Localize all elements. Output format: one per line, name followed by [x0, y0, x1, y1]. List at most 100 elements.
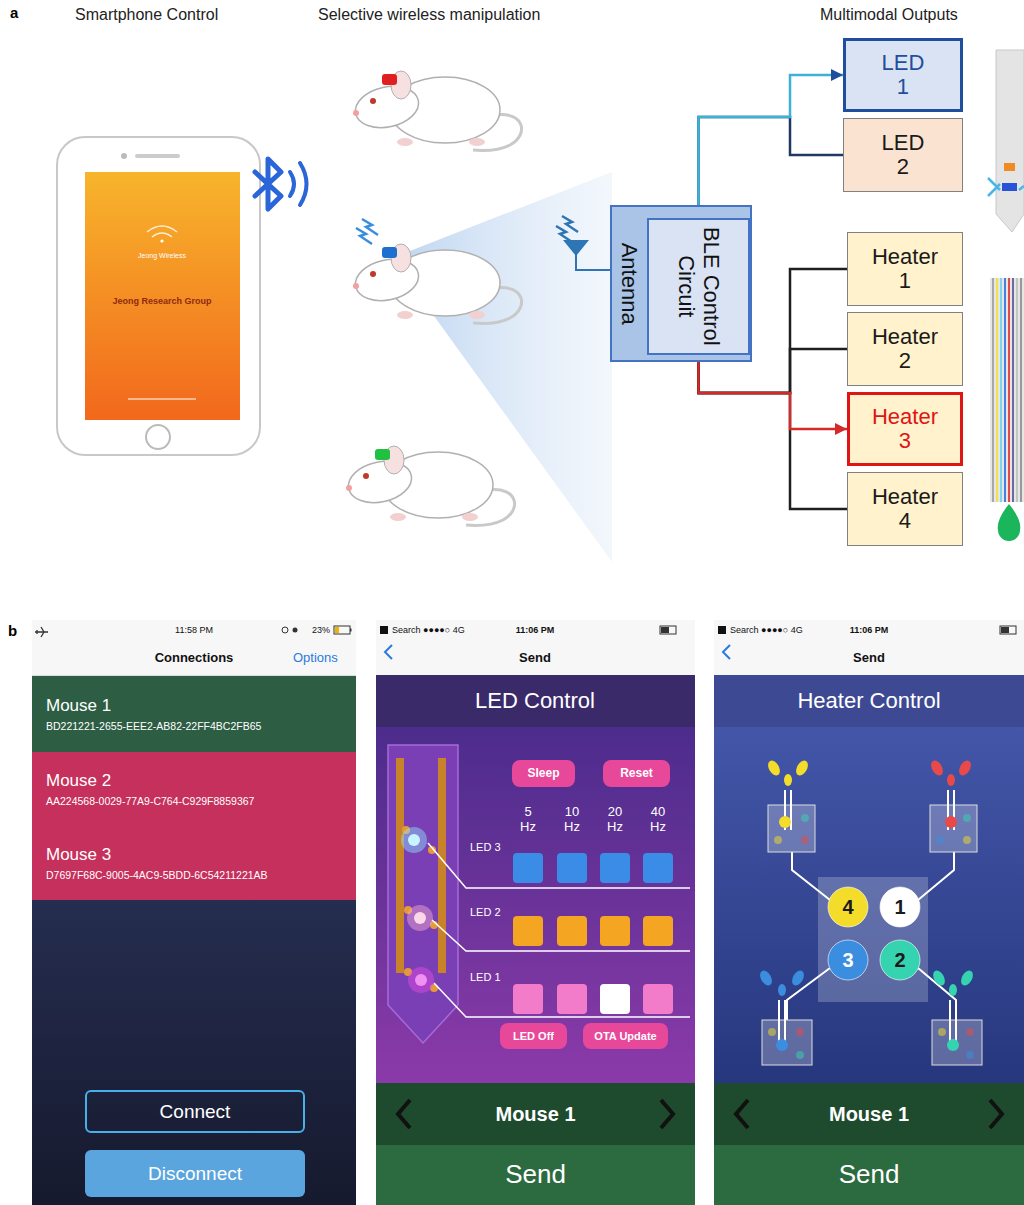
label-anchor: Selective wireless manipulation [318, 6, 540, 24]
heater-select-circle: 3 [827, 939, 869, 981]
smartphone-illustration [146, 425, 170, 449]
send-bar: Send [376, 1145, 695, 1205]
heater-output-box: Heater 4 [847, 472, 963, 546]
smartphone-illustration [160, 239, 163, 242]
label-anchor: 11:58 PM [175, 625, 213, 635]
heater-output-box: Heater 2 [847, 312, 963, 386]
led-control-screen [408, 834, 420, 846]
label-anchor: Heater Control [797, 688, 940, 713]
node-label: LED 2 [882, 131, 925, 179]
heater-control-screen [776, 1039, 788, 1051]
heater-control-screen [966, 1028, 974, 1036]
led-control-screen [376, 620, 695, 1205]
node-label: Heater 1 [872, 245, 938, 293]
circle-outline [880, 940, 920, 980]
connections-screen [32, 620, 356, 1205]
led-probe-illustration [988, 50, 1024, 232]
node-label: Connect [160, 1101, 231, 1123]
led-control-screen [557, 853, 587, 883]
label-anchor: Search ●●●●○ 4G [730, 625, 803, 635]
led-output-box: LED 1 [843, 38, 963, 112]
mouse-selector-bar: Mouse 1 [376, 1083, 695, 1145]
node-label: Heater 3 [872, 405, 938, 453]
led-control-screen [661, 1100, 673, 1128]
mouse-illustration [352, 244, 522, 323]
status-carrier: Search ●●●●○ 4G [730, 625, 803, 635]
led-control-screen [385, 645, 392, 659]
node-label: Antenna [616, 209, 641, 359]
heater-control-screen [963, 814, 971, 822]
heater-control-screen [955, 1000, 957, 1045]
node-label: Send [839, 1160, 900, 1190]
bluetooth-symbol [255, 159, 281, 209]
mouse-selector-bar: Mouse 1 [714, 1083, 1024, 1145]
device-list-row: Mouse 1BD221221-2655-EEE2-AB82-22FF4BC2F… [32, 676, 356, 752]
led-control-screen [438, 758, 446, 973]
smartphone-illustration [57, 137, 260, 455]
mouse-illustration [375, 449, 390, 460]
heater-control-screen [768, 1028, 776, 1036]
frequency-label: 20 Hz [607, 805, 623, 835]
section-heading: Selective wireless manipulation [318, 6, 540, 24]
heater-control-screen [714, 1145, 1024, 1205]
heater-control-screen [762, 1020, 812, 1065]
node-label: Mouse 1 [495, 1103, 575, 1126]
led-control-screen [376, 727, 695, 1083]
device-id-text: D7697F68C-9005-4AC9-5BDD-6C54211221AB [46, 869, 268, 881]
antenna-symbol [576, 254, 610, 270]
led-control-screen [661, 627, 669, 633]
heater-control-screen [766, 759, 783, 778]
mouse-illustration [382, 247, 397, 258]
heater-control-screen [990, 1100, 1002, 1128]
label-anchor: LED Control [475, 688, 595, 713]
circle-outline [828, 940, 868, 980]
signal-connector [699, 75, 844, 218]
heater-control-screen [792, 852, 830, 900]
led-probe-illustration [1002, 183, 1017, 191]
heater-control-screen [784, 1000, 786, 1045]
heater-control-screen [959, 969, 976, 988]
smartphone-illustration [128, 398, 196, 400]
led-control-screen [557, 984, 587, 1014]
connections-screen [334, 626, 350, 634]
heater-control-screen [723, 645, 730, 659]
node-label: Mouse 3 [46, 845, 111, 865]
led-control-screen [600, 984, 630, 1014]
heater-control-screen [714, 727, 1024, 1083]
signal-connector [699, 117, 844, 218]
label-anchor: Multimodal Outputs [820, 6, 958, 24]
circle-outline [828, 887, 868, 927]
app-button: Reset [603, 760, 670, 787]
label-anchor: LED 1 [470, 971, 501, 984]
status-carrier: Search ●●●●○ 4G [392, 625, 465, 635]
signal-connector [699, 355, 848, 509]
label-anchor: Jeong Research Group [112, 296, 211, 306]
node-label: Mouse 1 [46, 696, 111, 716]
heater-control-screen [947, 774, 955, 786]
heater-control-screen [787, 968, 830, 1020]
led-control-screen [408, 967, 434, 993]
smartphone-illustration [85, 172, 240, 420]
heater-control-screen [1001, 627, 1009, 633]
fluidic-probe-illustration [990, 278, 1024, 541]
label-anchor: LED 2 [470, 906, 501, 919]
antenna-symbol [556, 226, 572, 242]
node-label: Heater 2 [872, 325, 938, 373]
led-callout: LED 2 [470, 906, 501, 919]
node-label: Disconnect [148, 1163, 242, 1185]
label-anchor: 23% [312, 625, 330, 635]
bluetooth-symbol [290, 172, 294, 196]
led-control-screen [380, 626, 388, 634]
led-control-screen [376, 620, 695, 675]
screen-title: Send [853, 651, 885, 666]
node-label: Mouse 2 [46, 771, 111, 791]
led-control-screen [428, 843, 690, 888]
node-label: LED Off [513, 1030, 554, 1043]
node-label: BLE Control Circuit [673, 222, 724, 350]
antenna-module-box: Antenna BLE Control Circuit [610, 205, 752, 362]
heater-control-screen [931, 969, 948, 988]
mouse-illustration [345, 71, 522, 525]
screen-title: Send [519, 651, 551, 666]
antenna-symbol [556, 216, 610, 270]
fluidic-probe-illustration [992, 278, 994, 502]
